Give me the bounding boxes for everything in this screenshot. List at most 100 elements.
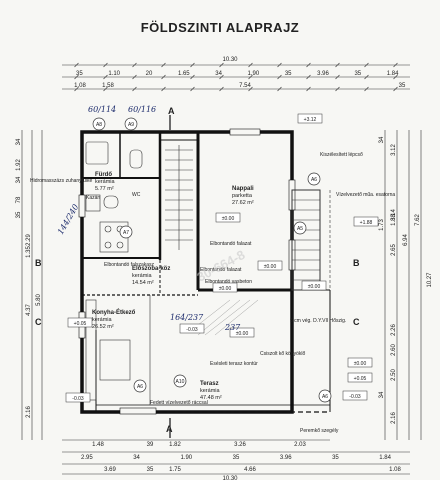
dim-left-8: 5.80 bbox=[36, 294, 42, 306]
room-floor: kerámia bbox=[200, 388, 221, 394]
tag-circle-7 bbox=[318, 389, 332, 403]
handwriting-2: 60/116 bbox=[128, 105, 156, 114]
exterior-stairs bbox=[291, 189, 331, 291]
level-2: ±0.00 bbox=[219, 286, 232, 292]
level-5: +0.05 bbox=[74, 321, 87, 327]
dim-bot-3-3: 4.66 bbox=[244, 467, 256, 473]
level-box-6 bbox=[65, 392, 91, 403]
level-0: +3.12 bbox=[304, 117, 317, 123]
dim-top-1-4: 34 bbox=[215, 71, 222, 77]
handwriting-5: 237 bbox=[224, 323, 241, 332]
note-elbontando-2: Elbontandó falazat bbox=[210, 241, 252, 247]
room-area: 14.54 m² bbox=[132, 280, 154, 286]
dim-right-7: 7.62 bbox=[415, 214, 421, 226]
dim-bot-2-4: 3.96 bbox=[280, 455, 292, 461]
dim-bot-1-0: 1.48 bbox=[92, 442, 104, 448]
dim-left-0: 34 bbox=[16, 138, 22, 145]
dim-top-1-6: 35 bbox=[285, 71, 292, 77]
room-name: Fürdő bbox=[95, 172, 112, 178]
note-elbontando-3: Elbontandó falazat bbox=[200, 267, 242, 273]
room-floor: kerámia bbox=[132, 273, 153, 279]
handwriting-1: 60/114 bbox=[88, 105, 116, 114]
dim-bot-2-0: 2.95 bbox=[81, 455, 93, 461]
level-markers: +3.12±0.00±0.00+1.88±0.00+0.05-0.03-0.03… bbox=[65, 113, 379, 403]
tag-circle-3 bbox=[293, 221, 307, 235]
dim-right-6: 6.94 bbox=[403, 234, 409, 246]
dim-bot-3-0: 3.69 bbox=[104, 467, 116, 473]
level-10: ±0.00 bbox=[354, 361, 367, 367]
tag-circle-0 bbox=[92, 117, 106, 131]
level-box-3 bbox=[353, 216, 379, 227]
room-eloszoba: Előszoba-köz kerámia 14.54 m² bbox=[132, 266, 170, 286]
tag-3: A5 bbox=[297, 226, 303, 232]
dim-right-3: 1.73 bbox=[379, 219, 385, 231]
fixtures bbox=[85, 141, 151, 405]
dim-right-9: 2.26 bbox=[391, 324, 397, 336]
level-11: +0.05 bbox=[354, 376, 367, 382]
level-box-4 bbox=[257, 260, 283, 271]
dim-bot-2-2: 1.90 bbox=[180, 455, 192, 461]
level-3: +1.88 bbox=[360, 220, 373, 226]
level-7: -0.03 bbox=[186, 327, 198, 333]
note-kiszelesitett: Kiszélesített lépcső bbox=[320, 152, 363, 158]
room-area: 47.48 m² bbox=[200, 395, 222, 401]
note-lepcso: 5 cm vég. D.Y.VII Hőszig. bbox=[290, 318, 346, 324]
room-nappali: Nappali parketta 27.62 m² bbox=[232, 186, 254, 206]
dim-top-1-8: 35 bbox=[354, 71, 361, 77]
room-floor: kerámia bbox=[92, 317, 113, 323]
note-wc: WC bbox=[132, 192, 141, 198]
room-name: Előszoba-köz bbox=[132, 266, 170, 272]
dim-top-1-1: 1.10 bbox=[108, 71, 120, 77]
tag-1: A9 bbox=[128, 122, 134, 128]
level-box-2 bbox=[212, 282, 238, 293]
section-b-right: B bbox=[353, 258, 360, 268]
room-name: Nappali bbox=[232, 186, 254, 192]
handwriting-4: 164/237 bbox=[170, 313, 204, 322]
tag-2: A6 bbox=[311, 177, 317, 183]
hatching bbox=[197, 299, 259, 336]
tag-circle-1 bbox=[124, 117, 138, 131]
dim-top-1-9: 1.84 bbox=[387, 71, 399, 77]
dim-left-1: 1.92 bbox=[16, 159, 22, 171]
level-box-11 bbox=[347, 372, 373, 383]
tag-circle-4 bbox=[119, 225, 133, 239]
dim-bot-3-1: 35 bbox=[147, 467, 154, 473]
dim-right-1: 3.12 bbox=[391, 144, 397, 156]
dim-right-8: 10.27 bbox=[427, 272, 433, 288]
dim-bot-2-3: 35 bbox=[233, 455, 240, 461]
level-box-7 bbox=[179, 323, 205, 334]
level-box-5 bbox=[67, 317, 93, 328]
plan-title: FÖLDSZINTI ALAPRAJZ bbox=[140, 20, 300, 35]
dim-right-10: 2.60 bbox=[391, 344, 397, 356]
section-c-left: C bbox=[35, 317, 42, 327]
room-floor: parketta bbox=[232, 193, 253, 199]
note-hidro: Hidromasszázs zuhanyfülke bbox=[30, 178, 92, 184]
note-peremszegely: Peremkő szegély bbox=[300, 428, 339, 434]
section-b-left: B bbox=[35, 258, 42, 268]
note-fedett: Fedett vízelvezető ráccsal bbox=[150, 400, 208, 406]
level-box-0 bbox=[297, 113, 323, 124]
dim-top-1-5: 1.90 bbox=[248, 71, 260, 77]
top-total: 10.30 bbox=[222, 57, 238, 63]
dim-bot-1-3: 3.26 bbox=[234, 442, 246, 448]
room-name: Konyha-Étkező bbox=[92, 308, 136, 316]
dim-top-1-3: 1.65 bbox=[178, 71, 190, 77]
room-terasz: Terasz kerámia 47.48 m² bbox=[200, 381, 222, 401]
dim-left-5: 2.29 bbox=[26, 234, 32, 246]
note-eseleti: Esésleti terasz kontúr bbox=[210, 361, 258, 367]
note-csiszolt: Csiszolt kő könyöklő bbox=[260, 351, 306, 357]
top-dimensions bbox=[62, 62, 410, 92]
level-9: ±0.00 bbox=[236, 331, 249, 337]
dim-top-1-0: 35 bbox=[76, 71, 83, 77]
dim-bot-2-5: 35 bbox=[332, 455, 339, 461]
tag-circle-6 bbox=[133, 379, 147, 393]
dim-right-4: 2.65 bbox=[391, 244, 397, 256]
dim-right-12: 34 bbox=[379, 391, 385, 398]
level-box-9 bbox=[229, 327, 255, 338]
interior-stairs bbox=[165, 145, 193, 250]
